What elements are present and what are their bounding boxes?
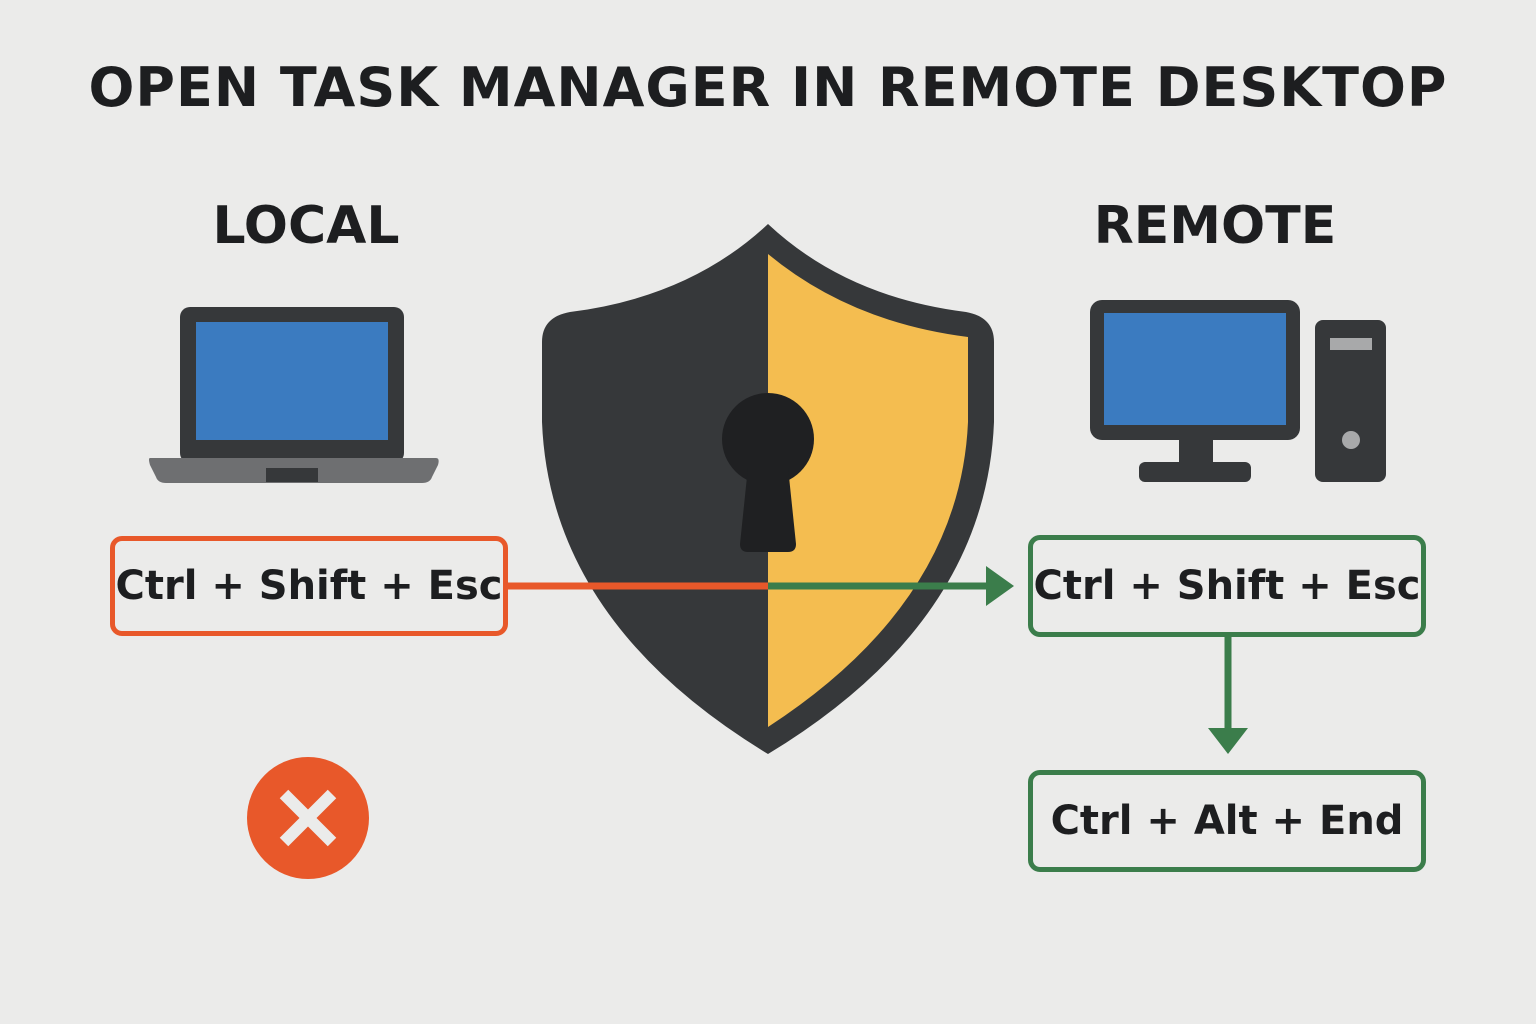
laptop-icon <box>149 307 439 483</box>
local-shortcut-box: Ctrl + Shift + Esc <box>110 536 508 636</box>
local-label: LOCAL <box>212 196 400 256</box>
remote-shortcut-box-alternate: Ctrl + Alt + End <box>1028 770 1426 872</box>
remote-shortcut-box-primary: Ctrl + Shift + Esc <box>1028 535 1426 637</box>
local-shortcut-label: Ctrl + Shift + Esc <box>115 563 503 609</box>
remote-shortcut-primary-label: Ctrl + Shift + Esc <box>1033 563 1421 609</box>
shield-keyhole-icon <box>542 224 994 754</box>
error-x-icon <box>247 757 369 879</box>
remote-label: REMOTE <box>1093 196 1337 256</box>
page-title: OPEN TASK MANAGER IN REMOTE DESKTOP <box>88 56 1448 119</box>
desktop-computer-icon <box>1090 300 1386 482</box>
remote-shortcut-alternate-label: Ctrl + Alt + End <box>1050 798 1404 844</box>
